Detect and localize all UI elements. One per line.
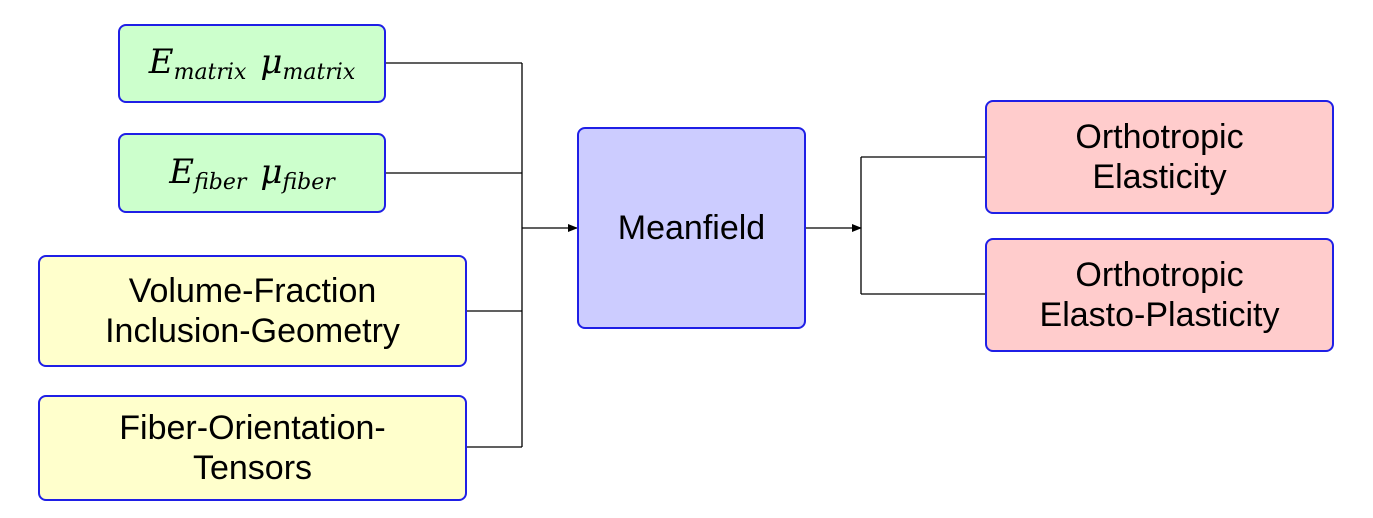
- elasto-plasticity-box: Orthotropic Elasto-Plasticity: [985, 238, 1334, 352]
- matrix-mu-subscript: matrix: [282, 60, 356, 85]
- fiber-mu-symbol: μ: [260, 151, 283, 192]
- elasticity-box: Orthotropic Elasticity: [985, 100, 1334, 214]
- elasto-plasticity-line2: Elasto-Plasticity: [1039, 296, 1280, 334]
- orientation-box: Fiber-Orientation- Tensors: [38, 395, 467, 501]
- orientation-line2: Tensors: [192, 449, 313, 487]
- matrix-e-subscript: matrix: [173, 60, 247, 85]
- elasto-plasticity-line1: Orthotropic: [1075, 256, 1244, 294]
- geometry-line2: Inclusion-Geometry: [105, 312, 400, 350]
- meanfield-box: Meanfield: [577, 127, 806, 329]
- matrix-mu-symbol: μ: [260, 42, 283, 82]
- matrix-e-symbol: E: [148, 42, 174, 82]
- fiber-e-symbol: E: [169, 151, 195, 192]
- elasticity-line1: Orthotropic: [1075, 118, 1244, 156]
- fiber-mu-subscript: fiber: [282, 169, 335, 195]
- geometry-line1: Volume-Fraction: [128, 272, 377, 310]
- geometry-box: Volume-Fraction Inclusion-Geometry: [38, 255, 467, 367]
- meanfield-label: Meanfield: [617, 209, 766, 247]
- orientation-line1: Fiber-Orientation-: [119, 409, 386, 447]
- fiber-e-subscript: fiber: [194, 169, 247, 195]
- elasticity-line2: Elasticity: [1092, 158, 1227, 196]
